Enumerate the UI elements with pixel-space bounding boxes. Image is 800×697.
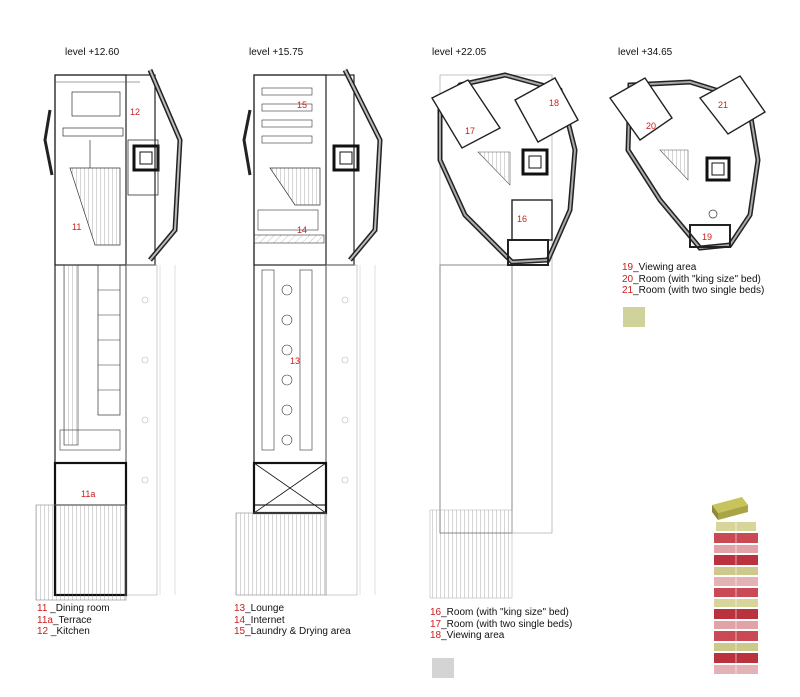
legend-level-2205: 16_Room (with "king size" bed) 17_Room (… — [430, 607, 572, 642]
room-number-21: 21 — [718, 100, 728, 110]
room-number-19: 19 — [702, 232, 712, 242]
tower-stack-diagram — [712, 497, 758, 674]
room-number-16: 16 — [517, 214, 527, 224]
legend-item: 16_Room (with "king size" bed) — [430, 607, 569, 618]
level-title-3465: level +34.65 — [618, 47, 673, 58]
plan-level-3465: 21 20 19 — [608, 75, 767, 251]
legend-item: 11 _Dining room — [37, 603, 110, 614]
legend-item: 17_Room (with two single beds) — [430, 618, 573, 630]
level-title-1260: level +12.60 — [65, 47, 120, 58]
room-number-11: 11 — [72, 222, 81, 232]
plan-level-1575: 15 14 13 — [235, 68, 383, 596]
level-title-1575: level +15.75 — [249, 47, 304, 58]
room-number-11a: 11a — [81, 489, 95, 499]
room-number-20: 20 — [646, 121, 656, 131]
room-number-17: 17 — [465, 126, 475, 136]
level-title-2205: level +22.05 — [432, 47, 487, 58]
legend-item: 11a_Terrace — [37, 614, 92, 626]
legend-swatch-olive — [623, 307, 645, 327]
room-number-18: 18 — [549, 98, 559, 108]
legend-item: 14_Internet — [234, 614, 285, 626]
legend-item: 15_Laundry & Drying area — [234, 626, 351, 637]
legend-item: 12 _Kitchen — [37, 626, 90, 637]
room-number-14: 14 — [297, 225, 307, 235]
legend-item: 20_Room (with "king size" bed) — [622, 273, 761, 285]
plan-level-2205: 17 18 16 — [429, 72, 579, 599]
plan-level-1260: 12 11 11a — [35, 69, 183, 601]
room-number-13: 13 — [290, 356, 300, 366]
legend-item: 21_Room (with two single beds) — [622, 285, 765, 296]
legend-level-1260: 11 _Dining room 11a_Terrace 12 _Kitchen — [37, 603, 110, 638]
legend-item: 18_Viewing area — [430, 630, 505, 641]
legend-level-1575: 13_Lounge 14_Internet 15_Laundry & Dryin… — [234, 603, 351, 638]
legend-swatch-grey — [432, 658, 454, 678]
legend-item: 19_Viewing area — [622, 262, 697, 273]
legend-level-3465: 19_Viewing area 20_Room (with "king size… — [622, 262, 764, 297]
legend-item: 13_Lounge — [234, 603, 285, 614]
room-number-12: 12 — [130, 107, 140, 117]
room-number-15: 15 — [297, 100, 307, 110]
